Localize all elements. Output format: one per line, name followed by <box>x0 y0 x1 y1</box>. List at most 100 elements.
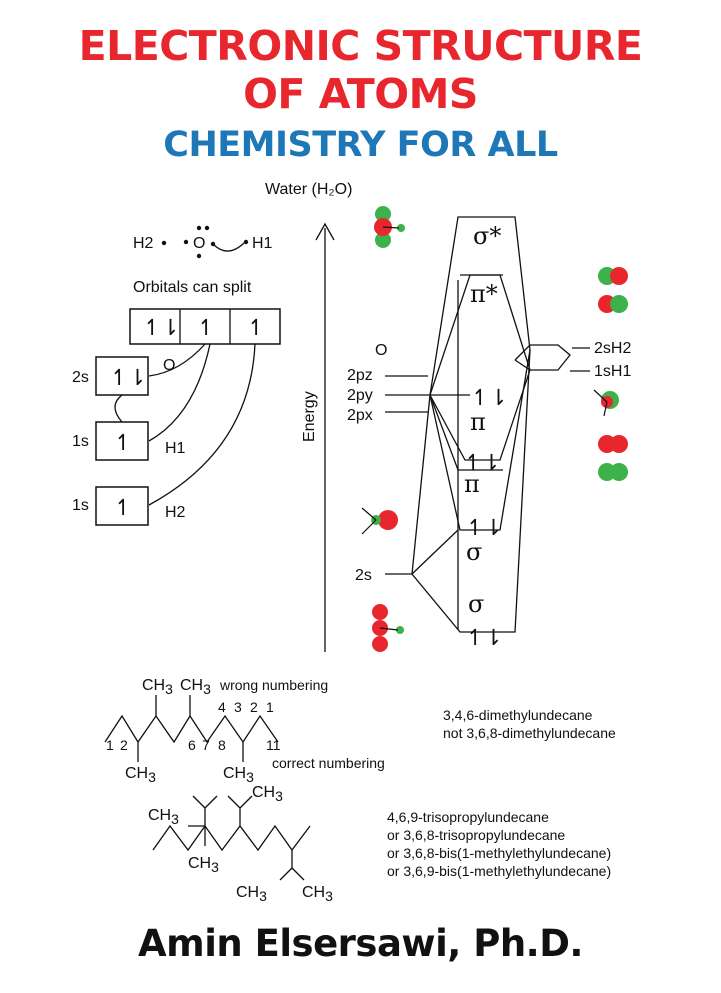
lewis-o-label: O <box>193 235 205 252</box>
energy-axis-arrowhead <box>315 222 335 241</box>
chain-number: 7 <box>202 737 210 753</box>
single-electron: ↿ <box>197 316 215 341</box>
h-combination-box <box>514 344 571 371</box>
compound-name: or 3,6,8-bis(1-methylethylundecane) <box>387 845 611 861</box>
pi-label: π <box>470 408 486 436</box>
mo-outline <box>411 216 531 633</box>
mo-diagram: O 2pz 2py 2px 2s 2sH2 1sH1 σ* π* ↿⇂ π ↿⇂… <box>347 216 631 651</box>
branch <box>227 795 241 809</box>
electron-dot <box>196 253 202 259</box>
electron-dot <box>204 225 210 231</box>
single-electron: ↿ <box>114 496 132 521</box>
chain-number: 8 <box>218 737 226 753</box>
mo-electron-pair: ↿⇂ <box>466 516 503 541</box>
methyl-label: CH3 <box>180 677 211 697</box>
electron-dot <box>243 239 249 245</box>
wrong-numbering-label: wrong numbering <box>219 677 328 693</box>
mo-line <box>429 349 531 531</box>
title-line-2: OF ATOMS <box>243 70 478 118</box>
electron-dot <box>161 240 167 246</box>
energy-axis: Energy <box>301 222 335 652</box>
single-electron: ↿ <box>247 316 265 341</box>
box-o-label: O <box>163 357 175 374</box>
connector <box>148 343 211 442</box>
branch <box>204 795 218 809</box>
lewis-h2-label: H2 <box>133 235 154 252</box>
chain-number: 11 <box>266 737 281 753</box>
h2-label: H2 <box>165 504 186 521</box>
energy-axis-label: Energy <box>301 391 318 442</box>
connector <box>114 394 123 423</box>
methyl-label: CH3 <box>252 784 283 804</box>
pi-star-label: π* <box>470 280 498 308</box>
skeletal-structure-2: CH3 CH3 CH3 CH3 CH3 4,6,9-trisopropylund… <box>148 784 611 904</box>
sigma-star-label: σ* <box>473 222 501 250</box>
branch <box>291 867 305 881</box>
electron-dot <box>183 239 189 245</box>
chain-number: 3 <box>234 699 242 715</box>
methyl-label: CH3 <box>236 884 267 904</box>
mo-line <box>429 274 531 396</box>
methyl-label: CH3 <box>223 765 254 785</box>
methyl-label: CH3 <box>125 765 156 785</box>
single-electron: ↿ <box>114 431 132 456</box>
mo-line <box>411 529 459 575</box>
orbital-2s-label: 2s <box>355 567 372 584</box>
chain-number: 2 <box>250 699 258 715</box>
orbital-2pz-label: 2pz <box>347 367 373 384</box>
orbital-2py-label: 2py <box>347 387 373 404</box>
bond-curve <box>213 242 245 252</box>
orbital-2px-label: 2px <box>347 407 373 424</box>
author-name: Amin Elsersawi, Ph.D. <box>138 922 584 965</box>
correct-numbering-label: correct numbering <box>272 755 385 771</box>
row-1s-label: 1s <box>72 433 89 450</box>
compound-name: or 3,6,9-bis(1-methylethylundecane) <box>387 863 611 879</box>
row-1s-label: 1s <box>72 497 89 514</box>
h1-1s-box <box>95 421 149 461</box>
molecule-label: Water (H₂O) <box>265 181 352 198</box>
mo-electron-pair: ↿⇂ <box>471 386 508 411</box>
branch <box>239 795 253 809</box>
pi-label: π <box>464 470 480 498</box>
row-2s-label: 2s <box>72 369 89 386</box>
branch <box>279 867 293 881</box>
subtitle: CHEMISTRY FOR ALL <box>163 125 558 165</box>
skeletal-structure-1: CH3 CH3 wrong numbering CH3 CH3 correct … <box>104 677 616 785</box>
sigma-label: σ <box>468 590 484 618</box>
orbital-lobe-icon <box>361 507 398 535</box>
title-line-1: ELECTRONIC STRUCTURE <box>78 22 643 70</box>
compound-name: 3,4,6-dimethylundecane <box>443 707 593 723</box>
chain-number: 1 <box>106 737 114 753</box>
branch <box>192 795 206 809</box>
connector <box>148 343 206 377</box>
orbital-boxes: ↿⇂ ↿ ↿ 2s ↿⇂ O 1s ↿ H1 1s ↿ H2 <box>72 308 281 526</box>
chain-number: 1 <box>266 699 274 715</box>
methyl-label: CH3 <box>142 677 173 697</box>
mo-electron-pair: ↿⇂ <box>466 626 503 651</box>
mo-line <box>429 369 531 461</box>
lewis-structure: H2 O H1 <box>133 225 273 259</box>
h-orbital-1sh1: 1sH1 <box>594 363 631 380</box>
h1-label: H1 <box>165 440 186 457</box>
orbital-lobe-icon <box>598 435 628 481</box>
mo-electron-pair: ↿⇂ <box>464 451 501 476</box>
orbital-lobe-icon <box>593 389 619 417</box>
methyl-label: CH3 <box>188 855 219 875</box>
chain-number: 4 <box>218 699 226 715</box>
compound-name: or 3,6,8-trisopropylundecane <box>387 827 565 843</box>
lewis-h1-label: H1 <box>252 235 273 252</box>
compound-name: 4,6,9-trisopropylundecane <box>387 809 549 825</box>
chain-number: 6 <box>188 737 196 753</box>
connector <box>148 343 256 506</box>
chain-number: 2 <box>120 737 128 753</box>
methyl-label: CH3 <box>302 884 333 904</box>
oxygen-2p-boxes <box>129 308 281 345</box>
carbon-chain <box>152 824 311 852</box>
o-label: O <box>375 342 387 359</box>
paired-electrons: ↿⇂ <box>110 366 147 391</box>
electron-dot <box>196 225 202 231</box>
compound-name-note: not 3,6,8-dimethylundecane <box>443 725 616 741</box>
orbital-lobe-icon <box>372 604 404 652</box>
paired-electrons: ↿⇂ <box>143 316 180 341</box>
